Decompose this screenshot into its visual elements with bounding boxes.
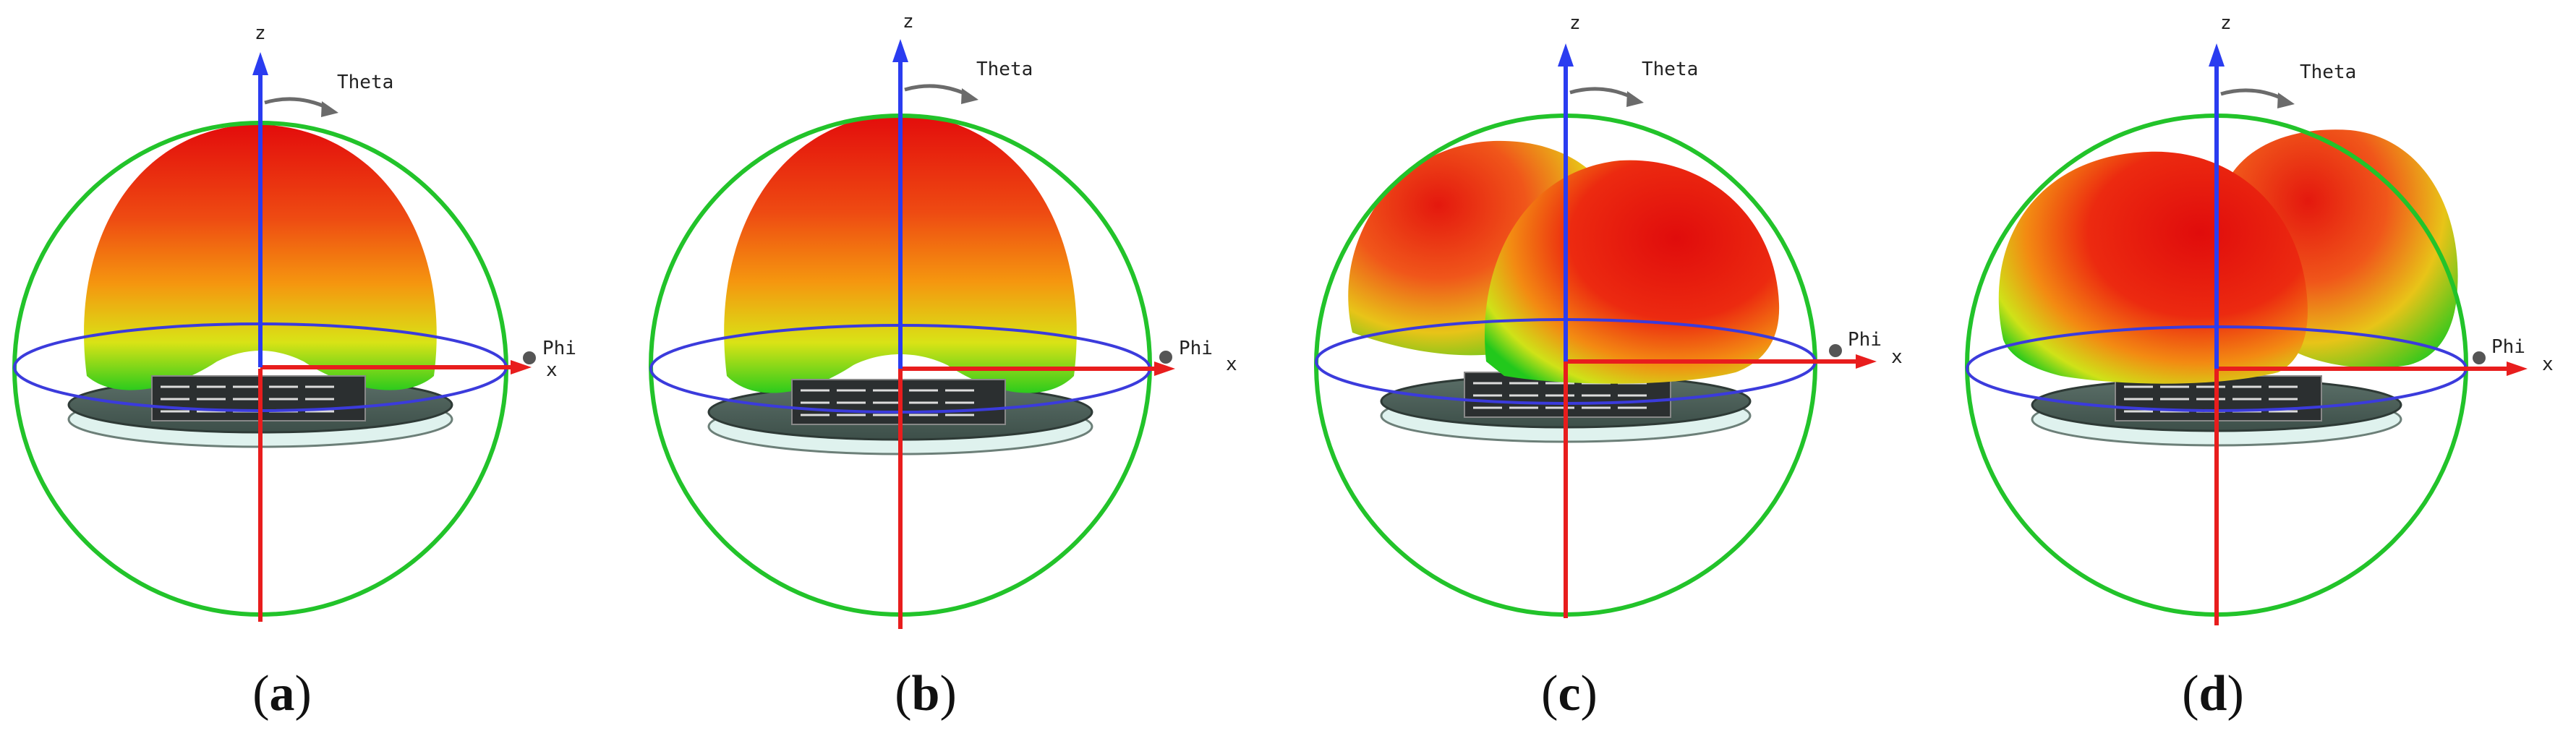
x-arrow-icon xyxy=(2507,361,2528,376)
panel-b: z Theta Phi x (b) xyxy=(644,0,1287,749)
theta-arrow-icon xyxy=(961,88,978,104)
z-label: z xyxy=(2220,12,2232,34)
theta-label: Theta xyxy=(337,72,393,93)
theta-label: Theta xyxy=(2300,61,2356,83)
caption-d: (d) xyxy=(2182,666,2244,722)
theta-arc xyxy=(264,97,330,111)
x-label: x xyxy=(1226,354,1237,375)
z-label: z xyxy=(1569,12,1581,34)
x-arrow-icon xyxy=(1856,354,1877,369)
panel-d: z Theta Phi x (d) xyxy=(1931,0,2575,749)
x-arrow-icon xyxy=(511,360,532,374)
x-arrow-icon xyxy=(1154,361,1175,376)
phi-label: Phi xyxy=(1179,338,1213,359)
phi-marker-icon xyxy=(523,351,536,364)
x-label: x xyxy=(546,359,558,381)
theta-arrow-icon xyxy=(321,101,338,117)
z-arrow-icon xyxy=(2209,43,2225,67)
z-arrow-icon xyxy=(1558,43,1574,67)
theta-arc xyxy=(1569,87,1636,100)
theta-arrow-icon xyxy=(1626,91,1644,107)
radiation-pattern-d: z Theta Phi x xyxy=(1965,12,2554,625)
phi-label: Phi xyxy=(2491,336,2525,358)
z-arrow-icon xyxy=(252,52,268,75)
caption-c: (c) xyxy=(1541,666,1598,722)
caption-b: (b) xyxy=(895,666,957,722)
theta-label: Theta xyxy=(976,59,1033,80)
theta-arc xyxy=(2220,88,2287,102)
phi-marker-icon xyxy=(1159,351,1172,364)
phi-label: Phi xyxy=(1848,329,1882,351)
panel-c: z Theta Phi x (c) xyxy=(1287,0,1931,749)
x-label: x xyxy=(1891,346,1903,368)
z-label: z xyxy=(903,11,914,33)
phi-marker-icon xyxy=(2473,351,2486,364)
caption-a: (a) xyxy=(252,666,312,722)
radiation-pattern-a: z Theta Phi x xyxy=(12,22,576,622)
z-label: z xyxy=(255,22,266,44)
phi-marker-icon xyxy=(1829,344,1842,357)
theta-label: Theta xyxy=(1642,59,1698,80)
radiation-pattern-b: z Theta Phi x xyxy=(649,11,1237,629)
panel-a: z Theta Phi x (a) xyxy=(0,0,644,749)
theta-arc xyxy=(904,84,971,98)
theta-arrow-icon xyxy=(2277,93,2295,108)
phi-label: Phi xyxy=(542,338,576,359)
radiation-pattern-c: z Theta Phi x xyxy=(1314,12,1903,618)
z-arrow-icon xyxy=(892,39,908,62)
x-label: x xyxy=(2542,354,2554,375)
